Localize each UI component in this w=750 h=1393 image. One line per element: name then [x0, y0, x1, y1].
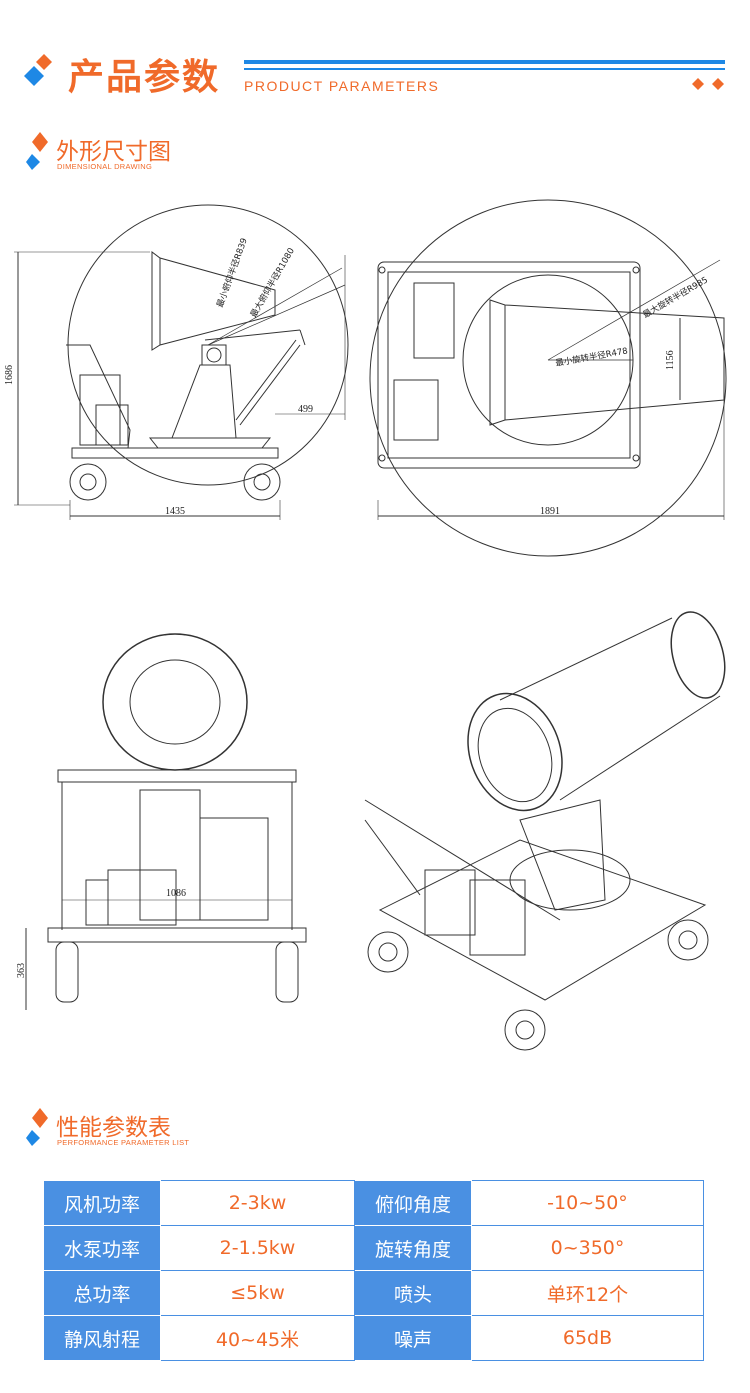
param-key: 喷头 — [354, 1270, 472, 1316]
header-rule-thin — [244, 68, 725, 70]
param-value: 0~350° — [471, 1225, 704, 1271]
page-subtitle: PRODUCT PARAMETERS — [244, 78, 440, 94]
param-value: 40~45米 — [160, 1315, 355, 1361]
table-row: 风机功率 2-3kw 俯仰角度 -10~50° — [43, 1180, 704, 1226]
top-width-label: 1891 — [540, 506, 560, 517]
param-value: 2-1.5kw — [160, 1225, 355, 1271]
section-subtitle: PERFORMANCE PARAMETER LIST — [57, 1138, 190, 1147]
param-value: 65dB — [471, 1315, 704, 1361]
side-offset-label: 499 — [298, 404, 313, 415]
section-title: 外形尺寸图 — [56, 139, 171, 165]
front-width-label: 1086 — [166, 888, 186, 899]
table-row: 总功率 ≤5kw 喷头 单环12个 — [43, 1270, 704, 1316]
side-height-label: 1686 — [4, 365, 15, 385]
top-height-label: 1156 — [665, 350, 676, 370]
param-value: ≤5kw — [160, 1270, 355, 1316]
param-key: 噪声 — [354, 1315, 472, 1361]
param-key: 俯仰角度 — [354, 1180, 472, 1226]
param-key: 静风射程 — [43, 1315, 161, 1361]
diamond-dots-icon — [692, 78, 724, 90]
param-value: -10~50° — [471, 1180, 704, 1226]
section-head-drawing: 外形尺寸图 DIMENSIONAL DRAWING — [26, 132, 426, 182]
top-max-rotation-radius-label: 最大旋转半径R985 — [641, 275, 710, 321]
param-value: 2-3kw — [160, 1180, 355, 1226]
top-max-rotation-circle — [369, 199, 727, 557]
table-row: 水泵功率 2-1.5kw 旋转角度 0~350° — [43, 1225, 704, 1271]
param-key: 总功率 — [43, 1270, 161, 1316]
dimensional-drawing: 1686 1435 499 最小俯仰半径R839 最大俯仰半径R1080 189… — [4, 199, 727, 1051]
front-height-label: 363 — [16, 963, 27, 978]
header-rule-thick — [244, 60, 725, 64]
diamond-logo-icon — [24, 54, 52, 86]
side-min-pitch-radius-label: 最小俯仰半径R839 — [214, 237, 249, 309]
side-width-label: 1435 — [165, 506, 185, 517]
section-subtitle: DIMENSIONAL DRAWING — [57, 162, 153, 171]
performance-table: 风机功率 2-3kw 俯仰角度 -10~50° 水泵功率 2-1.5kw 旋转角… — [43, 1180, 704, 1361]
table-row: 静风射程 40~45米 噪声 65dB — [43, 1315, 704, 1361]
param-key: 旋转角度 — [354, 1225, 472, 1271]
side-max-pitch-radius-label: 最大俯仰半径R1080 — [248, 246, 297, 320]
section-arrow-icon — [26, 132, 48, 170]
page-title: 产品参数 — [68, 57, 221, 98]
param-key: 风机功率 — [43, 1180, 161, 1226]
section-arrow-icon — [26, 1108, 48, 1146]
section-head-performance: 性能参数表 PERFORMANCE PARAMETER LIST — [26, 1108, 426, 1158]
param-value: 单环12个 — [471, 1270, 704, 1316]
section-title: 性能参数表 — [56, 1115, 171, 1141]
page-header: 产品参数 PRODUCT PARAMETERS — [0, 40, 750, 110]
param-key: 水泵功率 — [43, 1225, 161, 1271]
top-min-rotation-radius-label: 最小旋转半径R478 — [555, 345, 629, 369]
